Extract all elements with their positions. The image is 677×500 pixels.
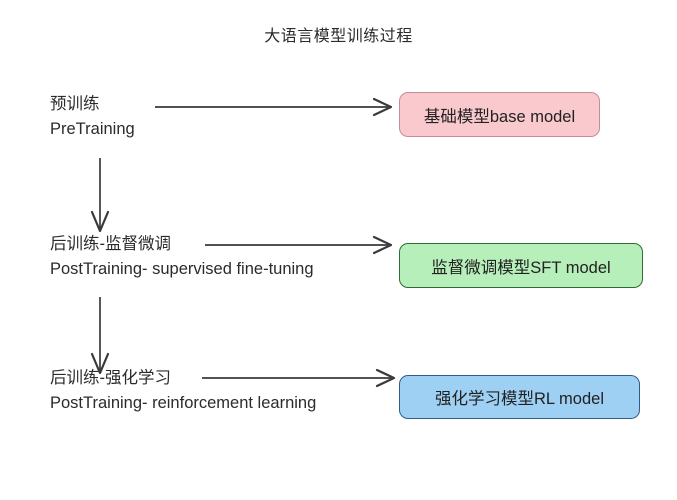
stage-label-cn: 预训练 — [50, 95, 100, 113]
model-node-sft-model: 监督微调模型SFT model — [399, 243, 643, 288]
stage-label-post-training-sft: 后训练-监督微调 PostTraining- supervised fine-t… — [50, 232, 314, 282]
stage-label-pretraining: 预训练 PreTraining — [50, 92, 135, 142]
arrow-pretraining-to-base — [155, 97, 393, 117]
arrow-pretraining-to-sft — [90, 158, 110, 233]
stage-label-en: PreTraining — [50, 120, 135, 138]
stage-label-cn: 后训练-强化学习 — [50, 369, 171, 387]
model-node-rl-model: 强化学习模型RL model — [399, 375, 640, 419]
stage-label-post-training-rl: 后训练-强化学习 PostTraining- reinforcement lea… — [50, 366, 316, 416]
stage-label-en: PostTraining- reinforcement learning — [50, 394, 317, 412]
model-node-base-model: 基础模型base model — [399, 92, 600, 137]
stage-label-en: PostTraining- supervised fine-tuning — [50, 260, 314, 278]
arrow-sft-to-rl — [90, 297, 110, 375]
page-title: 大语言模型训练过程 — [264, 28, 413, 45]
stage-label-cn: 后训练-监督微调 — [50, 235, 171, 253]
